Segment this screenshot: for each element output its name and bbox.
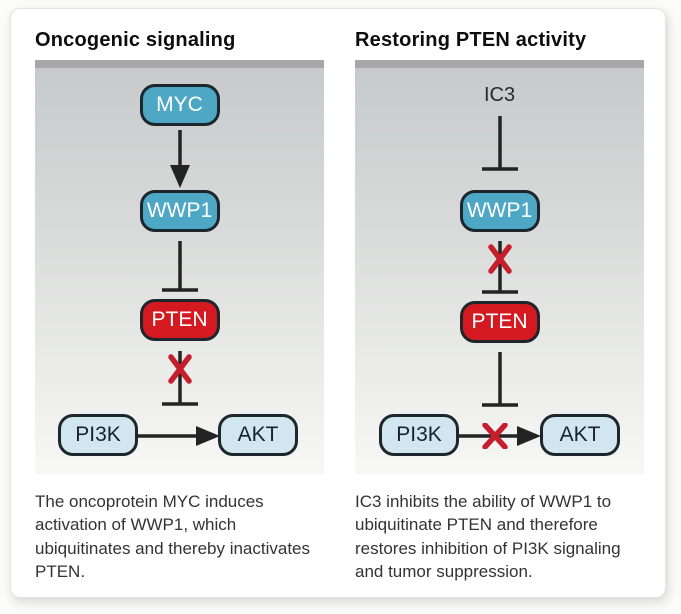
pathway-canvas: IC3 WWP1 PTEN	[355, 68, 644, 474]
red-x-icon	[482, 423, 508, 449]
activation-arrow-icon	[169, 130, 190, 188]
label-ic3: IC3	[483, 84, 516, 106]
blocked-inhibition-tbar-icon	[481, 241, 518, 294]
panel-title: Oncogenic signaling	[35, 29, 236, 51]
node-label: PTEN	[471, 310, 528, 333]
node-pten: PTEN	[139, 299, 220, 341]
node-label: PI3K	[75, 423, 121, 446]
blocked-activation-arrow-icon	[457, 423, 541, 449]
inhibition-tbar-icon	[481, 116, 518, 171]
node-pi3k: PI3K	[379, 414, 459, 456]
node-label: MYC	[156, 93, 203, 116]
pathway-diagram: MYC WWP1 PTEN	[35, 60, 324, 474]
node-pten: PTEN	[459, 301, 540, 343]
panel-oncogenic-signaling: Oncogenic signaling MYC WWP1	[35, 29, 324, 597]
panel-caption: IC3 inhibits the ability of WWP1 to ubiq…	[355, 492, 621, 582]
blocked-inhibition-tbar-icon	[161, 351, 198, 406]
node-akt: AKT	[218, 414, 298, 456]
activation-arrow-icon	[136, 426, 220, 446]
inhibition-tbar-icon	[161, 241, 198, 292]
panel-header-strip	[35, 60, 324, 68]
node-myc: MYC	[139, 84, 220, 126]
node-wwp1: WWP1	[459, 190, 540, 232]
panel-restoring-pten-activity: Restoring PTEN activity IC3 WWP1	[355, 29, 644, 597]
node-label: WWP1	[146, 199, 213, 222]
node-wwp1: WWP1	[139, 190, 220, 232]
red-x-icon	[167, 354, 192, 384]
node-label: PTEN	[151, 308, 208, 331]
node-label: WWP1	[466, 199, 533, 222]
node-label: AKT	[559, 423, 601, 446]
node-akt: AKT	[540, 414, 620, 456]
panel-caption: The oncoprotein MYC induces activation o…	[35, 492, 311, 582]
node-pi3k: PI3K	[58, 414, 138, 456]
node-label: AKT	[237, 423, 279, 446]
panel-header-strip	[355, 60, 644, 68]
red-x-icon	[487, 244, 512, 274]
node-label: PI3K	[396, 423, 442, 446]
inhibition-tbar-icon	[481, 352, 518, 407]
panel-title: Restoring PTEN activity	[355, 29, 587, 51]
pathway-canvas: MYC WWP1 PTEN	[35, 68, 324, 474]
figure-card: Oncogenic signaling MYC WWP1	[10, 8, 666, 598]
pathway-diagram: IC3 WWP1 PTEN	[355, 60, 644, 474]
